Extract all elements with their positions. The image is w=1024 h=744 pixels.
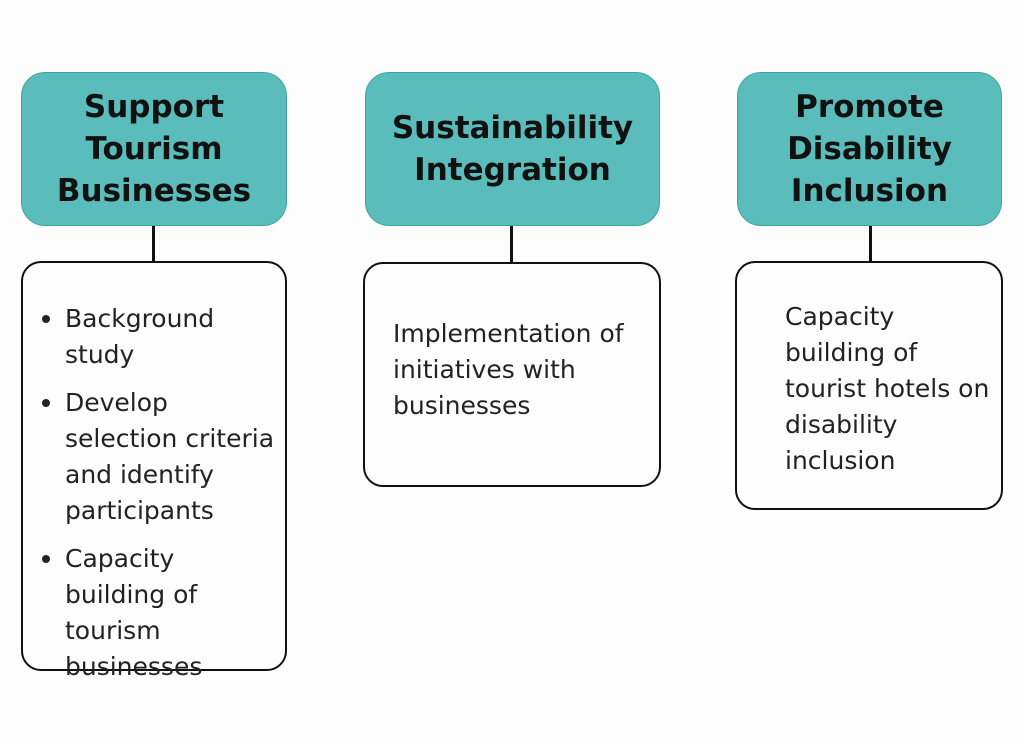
header-title: Promote Disability Inclusion (777, 86, 962, 212)
header-line: Support (83, 89, 225, 125)
activity-text: Implementation of initiatives with busin… (393, 319, 624, 420)
promote-disability-inclusion-activity: Capacity building of tourist hotels on d… (735, 261, 1003, 510)
list-item: Develop selection criteria and identify … (25, 385, 281, 529)
list-item-text: Develop selection criteria and identify … (65, 388, 275, 525)
header-title: Sustainability Integration (382, 107, 643, 191)
header-line: Integration (414, 152, 611, 188)
list-item: Background study (25, 301, 281, 373)
connector-line (152, 226, 155, 262)
header-line: Tourism (85, 131, 223, 167)
bullet-icon (42, 555, 50, 563)
bullet-icon (42, 315, 50, 323)
header-title: Support Tourism Businesses (47, 86, 261, 212)
header-line: Disability (787, 131, 952, 167)
list-item-text: Background study (65, 304, 215, 369)
header-line: Sustainability (391, 110, 634, 146)
support-tourism-businesses-activities: Background study Develop selection crite… (21, 261, 287, 681)
activity-list: Background study Develop selection crite… (25, 301, 281, 685)
list-item: Capacity building of tourism businesses (25, 541, 281, 685)
connector-line (869, 226, 872, 262)
header-line: Inclusion (790, 173, 949, 209)
sustainability-integration-header: Sustainability Integration (365, 72, 660, 226)
activity-text: Capacity building of tourist hotels on d… (785, 302, 990, 475)
list-item-text: Capacity building of tourism businesses (65, 544, 203, 681)
connector-line (510, 226, 513, 264)
support-tourism-businesses-header: Support Tourism Businesses (21, 72, 287, 226)
header-line: Promote (795, 89, 944, 125)
sustainability-integration-activity: Implementation of initiatives with busin… (363, 262, 661, 487)
promote-disability-inclusion-header: Promote Disability Inclusion (737, 72, 1002, 226)
header-line: Businesses (56, 173, 252, 209)
bullet-icon (42, 399, 50, 407)
